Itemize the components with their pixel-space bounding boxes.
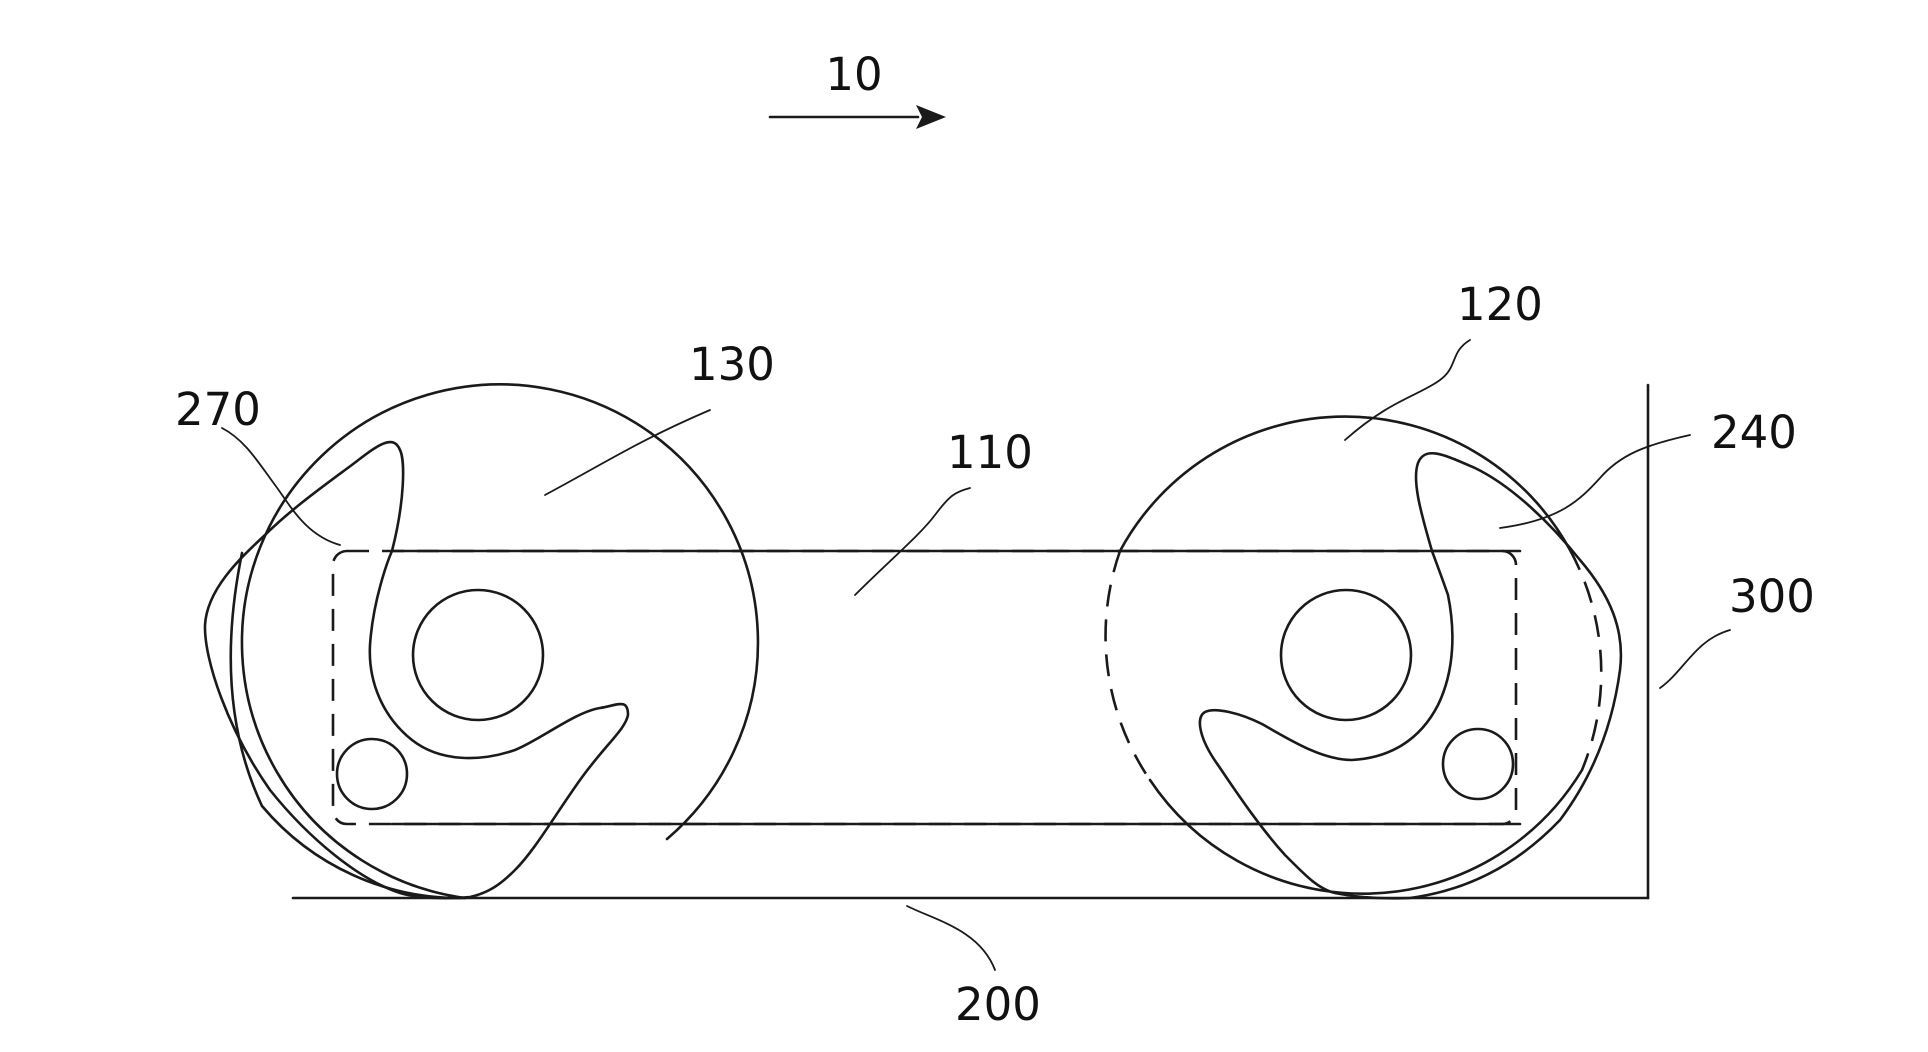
front-spiral-cam — [1200, 453, 1621, 898]
rear-spiral-cam — [205, 442, 628, 898]
label-130: 130 — [689, 338, 775, 391]
label-200: 200 — [955, 978, 1041, 1031]
label-240: 240 — [1711, 406, 1797, 459]
label-10: 10 — [825, 48, 882, 101]
label-300: 300 — [1729, 570, 1815, 623]
rear-hub — [413, 590, 543, 720]
front-hub — [1281, 590, 1411, 720]
label-110: 110 — [947, 426, 1033, 479]
front-small-hole — [1443, 729, 1513, 799]
rear-wheel-130 — [205, 384, 758, 898]
body-110 — [392, 551, 1520, 824]
front-wheel-120 — [1106, 417, 1621, 899]
label-270: 270 — [175, 383, 261, 436]
rear-small-hole — [337, 739, 407, 809]
body-dashed-outline — [333, 551, 1516, 824]
label-120: 120 — [1457, 278, 1543, 331]
direction-arrow — [770, 105, 946, 129]
